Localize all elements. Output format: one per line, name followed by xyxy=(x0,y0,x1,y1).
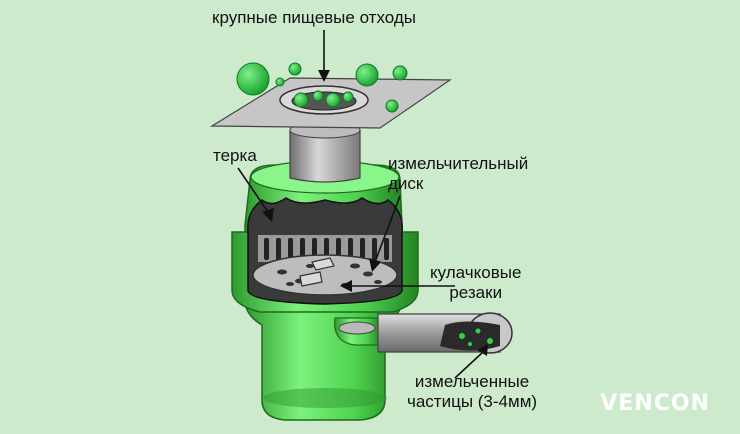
cutaway-chamber xyxy=(247,197,403,305)
label-disk-line1: измельчительный xyxy=(388,154,529,173)
label-ground-particles: измельченные частицы (3-4мм) xyxy=(407,372,537,412)
drain-outlet xyxy=(334,312,513,354)
pointer-arrows xyxy=(237,30,488,379)
label-cams-line1: кулачковые xyxy=(430,263,522,282)
label-particles-line1: измельченные xyxy=(414,372,530,391)
label-particles-line2: частицы (3-4мм) xyxy=(407,392,538,411)
label-disk-line2: диск xyxy=(388,174,424,193)
cam-cutters xyxy=(299,257,335,287)
brand-logo: VENCON xyxy=(600,391,710,416)
grater-slots xyxy=(264,238,389,260)
label-grinding-disk: измельчительный диск xyxy=(388,154,528,194)
food-waste xyxy=(236,62,408,113)
label-cams-line2: резаки xyxy=(449,283,503,302)
label-cam-cutters: кулачковые резаки xyxy=(430,263,521,303)
label-food-waste: крупные пищевые отходы xyxy=(212,8,416,28)
label-grater-text: терка xyxy=(213,146,257,165)
label-food-waste-text: крупные пищевые отходы xyxy=(212,8,416,27)
label-grater: терка xyxy=(213,146,257,166)
throat xyxy=(289,121,361,183)
